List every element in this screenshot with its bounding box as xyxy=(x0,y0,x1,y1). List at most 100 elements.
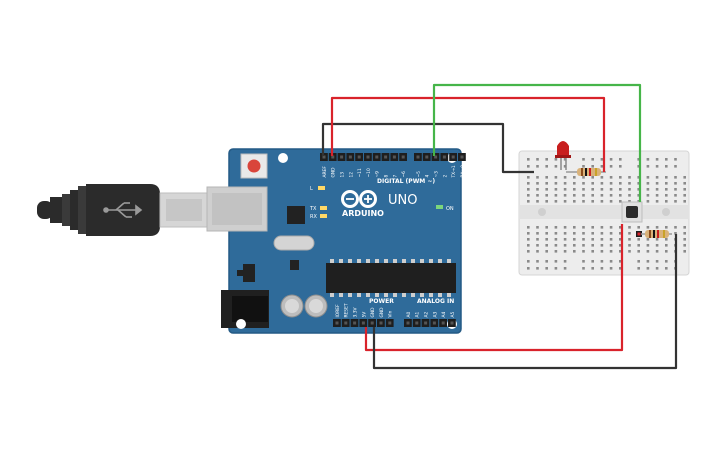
breadboard-hole[interactable] xyxy=(563,194,567,197)
breadboard-hole[interactable] xyxy=(582,250,585,253)
breadboard-hole[interactable] xyxy=(536,232,539,235)
breadboard-hole[interactable] xyxy=(609,244,613,247)
breadboard-hole[interactable] xyxy=(563,158,567,161)
breadboard-hole[interactable] xyxy=(591,250,594,253)
breadboard-hole[interactable] xyxy=(563,176,567,179)
breadboard-hole[interactable] xyxy=(628,194,631,197)
breadboard-hole[interactable] xyxy=(665,260,668,263)
breadboard-hole[interactable] xyxy=(545,188,548,191)
breadboard-hole[interactable] xyxy=(655,182,659,185)
breadboard-hole[interactable] xyxy=(554,232,558,235)
breadboard-hole[interactable] xyxy=(609,182,613,185)
breadboard-hole[interactable] xyxy=(674,158,677,161)
breadboard-hole[interactable] xyxy=(527,176,530,179)
breadboard-hole[interactable] xyxy=(563,232,567,235)
breadboard-hole[interactable] xyxy=(563,200,567,203)
breadboard-hole[interactable] xyxy=(619,267,622,270)
breadboard-hole[interactable] xyxy=(655,267,659,270)
breadboard-hole[interactable] xyxy=(683,200,686,203)
breadboard-hole[interactable] xyxy=(600,182,604,185)
breadboard-hole[interactable] xyxy=(554,238,558,241)
breadboard-hole[interactable] xyxy=(646,188,650,191)
breadboard-hole[interactable] xyxy=(646,200,650,203)
breadboard-hole[interactable] xyxy=(573,244,576,247)
breadboard-hole[interactable] xyxy=(554,194,558,197)
breadboard-hole[interactable] xyxy=(628,250,631,253)
breadboard-hole[interactable] xyxy=(683,194,686,197)
breadboard-hole[interactable] xyxy=(591,244,594,247)
breadboard-hole[interactable] xyxy=(683,226,686,229)
wire-red-pin13[interactable] xyxy=(330,96,606,172)
breadboard-hole[interactable] xyxy=(536,267,539,270)
breadboard-hole[interactable] xyxy=(573,194,576,197)
breadboard-hole[interactable] xyxy=(619,158,622,161)
breadboard-hole[interactable] xyxy=(563,226,567,229)
breadboard-hole[interactable] xyxy=(600,165,604,168)
breadboard-hole[interactable] xyxy=(591,226,594,229)
breadboard-hole[interactable] xyxy=(655,165,659,168)
breadboard-hole[interactable] xyxy=(582,200,585,203)
breadboard-hole[interactable] xyxy=(619,182,622,185)
breadboard-hole[interactable] xyxy=(655,176,659,179)
breadboard-hole[interactable] xyxy=(665,182,668,185)
breadboard-hole[interactable] xyxy=(628,200,631,203)
breadboard-hole[interactable] xyxy=(646,176,650,179)
wire-black-gnd-top[interactable] xyxy=(321,122,534,174)
breadboard-hole[interactable] xyxy=(665,244,668,247)
breadboard-hole[interactable] xyxy=(545,194,548,197)
breadboard-hole[interactable] xyxy=(619,238,622,241)
breadboard-hole[interactable] xyxy=(609,232,613,235)
breadboard-hole[interactable] xyxy=(646,194,650,197)
breadboard-hole[interactable] xyxy=(665,267,668,270)
breadboard-hole[interactable] xyxy=(646,158,650,161)
wire-black-gnd-bottom[interactable] xyxy=(372,234,678,370)
breadboard-hole[interactable] xyxy=(545,158,548,161)
breadboard-hole[interactable] xyxy=(619,260,622,263)
breadboard-hole[interactable] xyxy=(655,158,659,161)
breadboard-hole[interactable] xyxy=(600,244,604,247)
breadboard-hole[interactable] xyxy=(527,182,530,185)
breadboard-hole[interactable] xyxy=(637,226,640,229)
breadboard-hole[interactable] xyxy=(619,194,622,197)
breadboard-hole[interactable] xyxy=(582,244,585,247)
breadboard-hole[interactable] xyxy=(554,250,558,253)
push-button[interactable] xyxy=(621,201,643,223)
breadboard-hole[interactable] xyxy=(674,200,677,203)
breadboard-hole[interactable] xyxy=(674,226,677,229)
breadboard-hole[interactable] xyxy=(545,238,548,241)
breadboard-hole[interactable] xyxy=(536,182,539,185)
breadboard-hole[interactable] xyxy=(536,176,539,179)
breadboard-hole[interactable] xyxy=(563,244,567,247)
breadboard-hole[interactable] xyxy=(554,267,558,270)
breadboard-hole[interactable] xyxy=(563,238,567,241)
breadboard-hole[interactable] xyxy=(628,238,631,241)
breadboard-hole[interactable] xyxy=(683,182,686,185)
breadboard-hole[interactable] xyxy=(609,200,613,203)
breadboard-hole[interactable] xyxy=(600,232,604,235)
breadboard-hole[interactable] xyxy=(527,250,530,253)
breadboard-hole[interactable] xyxy=(646,267,650,270)
breadboard-hole[interactable] xyxy=(536,188,539,191)
breadboard-hole[interactable] xyxy=(674,182,677,185)
breadboard-hole[interactable] xyxy=(527,267,530,270)
breadboard-hole[interactable] xyxy=(536,194,539,197)
breadboard-hole[interactable] xyxy=(527,194,530,197)
breadboard-hole[interactable] xyxy=(545,250,548,253)
wire-red-5v[interactable] xyxy=(364,224,624,352)
breadboard-hole[interactable] xyxy=(655,188,659,191)
breadboard-hole[interactable] xyxy=(582,182,585,185)
breadboard-hole[interactable] xyxy=(573,176,576,179)
breadboard-hole[interactable] xyxy=(619,188,622,191)
breadboard-hole[interactable] xyxy=(619,250,622,253)
breadboard-hole[interactable] xyxy=(665,226,668,229)
breadboard-hole[interactable] xyxy=(665,250,668,253)
breadboard-hole[interactable] xyxy=(527,232,530,235)
breadboard-hole[interactable] xyxy=(527,188,530,191)
breadboard-hole[interactable] xyxy=(655,194,659,197)
breadboard-hole[interactable] xyxy=(619,244,622,247)
breadboard-hole[interactable] xyxy=(545,200,548,203)
breadboard-hole[interactable] xyxy=(527,238,530,241)
breadboard-hole[interactable] xyxy=(646,260,650,263)
breadboard-hole[interactable] xyxy=(609,165,613,168)
breadboard-hole[interactable] xyxy=(609,267,613,270)
